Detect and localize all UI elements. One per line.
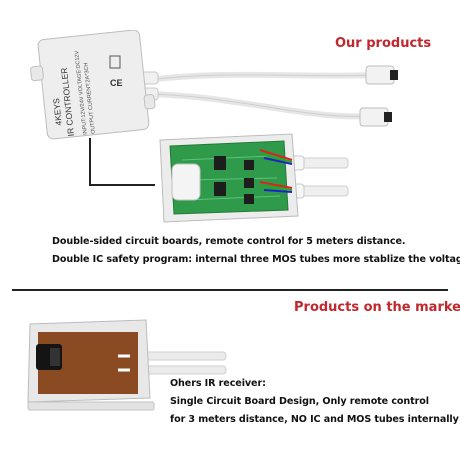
our-products-heading: Our products <box>335 36 432 51</box>
controller-label-line-2: 4KEYS <box>51 97 64 126</box>
our-products-line-2: Double IC safety program: internal three… <box>52 254 460 265</box>
open-case-pcb-photo <box>152 130 352 230</box>
products-on-market-heading: Products on the market <box>294 300 460 315</box>
market-line-3: for 3 meters distance, NO IC and MOS tub… <box>170 414 460 425</box>
section-divider <box>12 289 448 291</box>
market-line-2: Single Circuit Board Design, Only remote… <box>170 396 429 407</box>
ce-mark-icon: CE <box>110 78 123 88</box>
ir-controller-photo: IR CONTROLLER 4KEYS INPUT:12V/24V VOLTAG… <box>28 30 408 140</box>
our-products-line-1: Double-sided circuit boards, remote cont… <box>52 236 406 247</box>
market-line-1: Ohers IR receiver: <box>170 378 266 389</box>
recycle-bin-icon <box>109 55 121 69</box>
market-receiver-photo <box>22 318 228 414</box>
callout-line-vertical <box>89 138 91 186</box>
callout-line-horizontal <box>89 184 155 186</box>
